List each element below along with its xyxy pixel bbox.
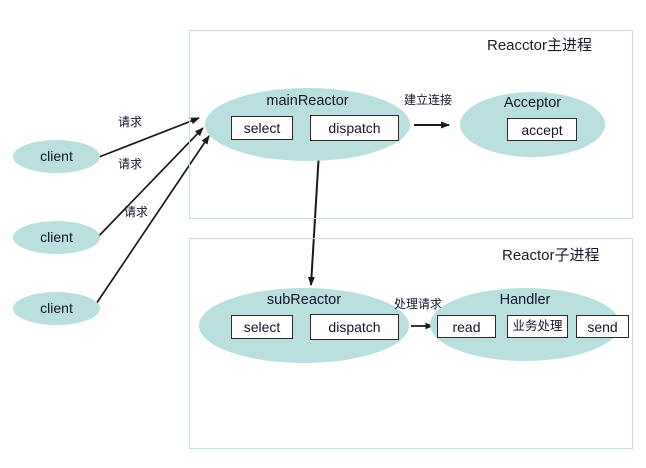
handler-business-process-box[interactable]: 业务处理 (507, 315, 568, 338)
handler-send-box[interactable]: send (576, 315, 629, 338)
edge-label-request-3: 请求 (124, 205, 149, 219)
acceptor-accept-box[interactable]: accept (507, 118, 577, 141)
edge-label-request-1: 请求 (118, 115, 143, 129)
group-title-main-process: Reacctor主进程 (487, 37, 593, 54)
edge-label-handle-request: 处理请求 (394, 297, 443, 311)
group-title-sub-process: Reactor子进程 (502, 247, 600, 264)
arrow-client2-to-mainreactor (93, 127, 204, 242)
edge-label-establish-connection: 建立连接 (404, 93, 453, 107)
client-label-1: client (40, 148, 73, 164)
sub-reactor-select-box[interactable]: select (231, 315, 293, 339)
client-ellipse-1[interactable] (13, 140, 100, 173)
client-label-3: client (40, 300, 73, 316)
main-reactor-label: mainReactor (266, 93, 349, 109)
main-reactor-dispatch-box[interactable]: dispatch (310, 115, 399, 141)
client-label-2: client (40, 229, 73, 245)
acceptor-label: Acceptor (503, 95, 562, 111)
sub-reactor-dispatch-box[interactable]: dispatch (310, 314, 399, 340)
client-ellipse-2[interactable] (13, 221, 100, 254)
client-ellipse-3[interactable] (13, 292, 100, 325)
group-box-main-process (189, 30, 633, 219)
arrow-client1-to-mainreactor (98, 117, 200, 158)
handler-read-box[interactable]: read (437, 315, 496, 338)
sub-reactor-label: subReactor (266, 292, 342, 308)
main-reactor-select-box[interactable]: select (231, 116, 293, 140)
edge-label-request-2: 请求 (118, 157, 143, 171)
handler-label: Handler (499, 292, 551, 308)
group-box-sub-process (189, 238, 633, 449)
